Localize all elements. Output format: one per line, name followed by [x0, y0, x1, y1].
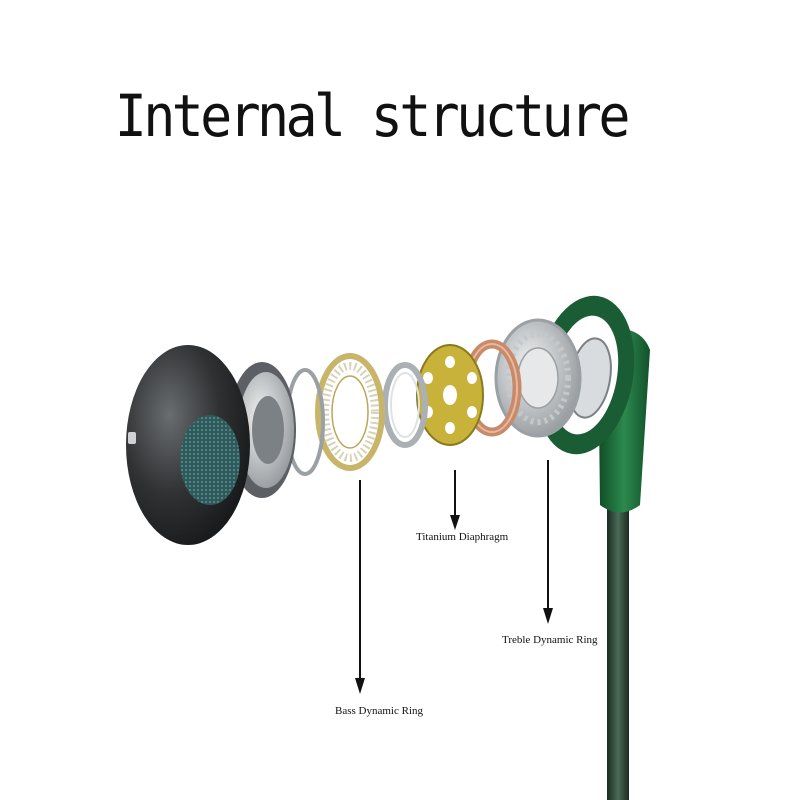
titanium-pointer — [450, 470, 460, 530]
diagram-title: Internal structure — [114, 82, 631, 150]
ear-shell — [126, 345, 250, 545]
bass-label: Bass Dynamic Ring — [335, 705, 423, 717]
bass-pointer — [355, 480, 365, 694]
cable — [607, 460, 629, 800]
treble-label: Treble Dynamic Ring — [502, 634, 598, 646]
mesh-grille — [180, 415, 240, 505]
titanium-label: Titanium Diaphragm — [416, 531, 509, 543]
titanium-diaphragm — [416, 344, 484, 446]
treble-pointer — [543, 460, 553, 624]
inner-silver-ring — [382, 362, 428, 448]
bass-dynamic-ring — [315, 353, 385, 471]
